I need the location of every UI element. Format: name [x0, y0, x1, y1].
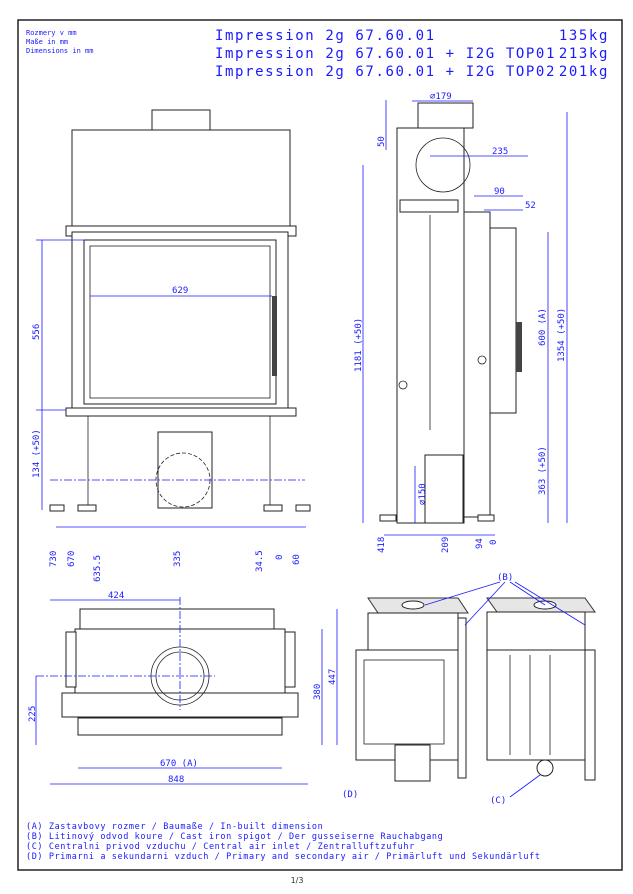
units-de: Maße in mm [26, 38, 68, 46]
dim-225: 225 [28, 706, 38, 722]
side-view: ∅179 50 235 90 52 1181 (+50) 600 (A) 135… [354, 92, 568, 553]
dim-1354: 1354 (+50) [557, 308, 567, 362]
dim-670: 670 [67, 551, 77, 567]
dim-235: 235 [492, 147, 508, 157]
iso-front-view: (D) [342, 597, 469, 800]
page-number: 1/3 [291, 876, 304, 885]
label-c: (C) [490, 796, 506, 806]
dim-0: 0 [489, 540, 499, 545]
units-note: Rozmery v mm Maße in mm Dimensions in mm [26, 29, 93, 55]
dim-380: 380 [313, 684, 323, 700]
front-view: 629 556 134 (+50) 730 670 635.5 335 34.5… [32, 109, 311, 582]
dim-134: 134 (+50) [32, 429, 42, 478]
drawing-frame [17, 19, 623, 871]
dim-air-diameter: ∅150 [418, 483, 428, 505]
dim-50: 50 [377, 136, 387, 147]
dim-94: 94 [475, 538, 485, 549]
dim-848: 848 [168, 775, 184, 785]
dim-730: 730 [49, 551, 59, 567]
dim-60: 60 [292, 554, 302, 565]
model-weight: 135kg [559, 28, 609, 44]
model-list: Impression 2g 67.60.01 135kg Impression … [215, 28, 609, 80]
model-name: Impression 2g 67.60.01 + I2G TOP02 [215, 64, 556, 80]
model-weight: 201kg [559, 64, 609, 80]
dim-335: 335 [173, 551, 183, 567]
model-name: Impression 2g 67.60.01 [215, 28, 436, 44]
legend-item-a: (A) Zastavbovy rozmer / Baumaße / In-bui… [26, 822, 323, 832]
dim-418: 418 [377, 537, 387, 553]
dim-1181: 1181 (+50) [354, 318, 364, 372]
legend-item-b: (B) Litinový odvod koure / Cast iron spi… [26, 832, 443, 842]
legend-item-d: (D) Primarni a sekundarni vzduch / Prima… [26, 852, 541, 862]
label-b: (B) [497, 573, 513, 583]
top-view: 424 225 380 447 670 (A) 848 [28, 591, 338, 785]
dim-600: 600 (A) [538, 308, 548, 346]
dim-635-5: 635.5 [93, 555, 103, 582]
dim-flue-diameter: ∅179 [430, 92, 452, 102]
dim-556: 556 [32, 324, 42, 340]
dim-34-5: 34.5 [255, 550, 265, 572]
dim-90: 90 [494, 187, 505, 197]
model-name: Impression 2g 67.60.01 + I2G TOP01 [215, 46, 556, 62]
dim-447: 447 [328, 669, 338, 685]
units-en: Dimensions in mm [26, 47, 93, 55]
dim-363: 363 (+50) [538, 446, 548, 495]
dim-52: 52 [525, 201, 536, 211]
model-weight: 213kg [559, 46, 609, 62]
dim-629: 629 [172, 286, 188, 296]
legend-item-c: (C) Centralni privod vzduchu / Central a… [26, 842, 415, 852]
legend: (A) Zastavbovy rozmer / Baumaße / In-bui… [26, 822, 541, 862]
dim-0: 0 [275, 555, 285, 560]
units-cz: Rozmery v mm [26, 29, 77, 37]
dim-424: 424 [108, 591, 124, 601]
dim-209: 209 [441, 537, 451, 553]
label-d: (D) [342, 790, 358, 800]
iso-back-view: (B) (C) [424, 573, 596, 806]
dim-670-a: 670 (A) [160, 759, 198, 769]
